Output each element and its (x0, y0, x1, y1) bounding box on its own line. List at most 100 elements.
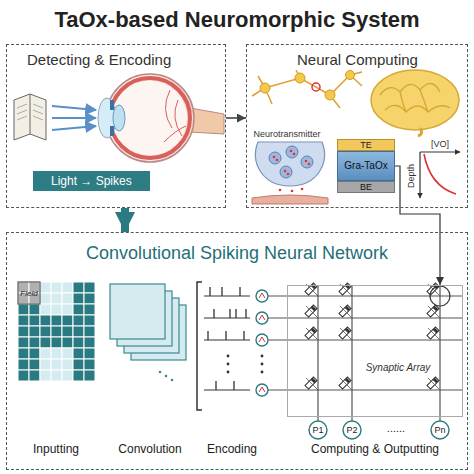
crossbar (427, 377, 439, 389)
crossbar (317, 286, 318, 421)
input-grid (40, 337, 51, 348)
input-grid (62, 315, 73, 326)
synapse (287, 173, 290, 176)
connector (121, 208, 129, 232)
label: Convolution (118, 442, 181, 456)
synapse (273, 156, 276, 159)
label: Field (20, 289, 37, 298)
synapse (269, 152, 281, 164)
input-grid (40, 282, 51, 293)
synapse (256, 142, 325, 186)
input-grid (18, 370, 29, 381)
connector (395, 166, 440, 285)
eye (164, 90, 186, 142)
input-grid (29, 337, 40, 348)
spike-trains (256, 312, 268, 324)
label-bar: Light → Spikes (33, 171, 150, 191)
book (17, 110, 27, 114)
synapse (301, 188, 304, 191)
synapse (284, 170, 287, 173)
label: Computing & Outputting (311, 442, 439, 456)
input-grid (84, 359, 95, 370)
node-text: Convolutional Spiking Neural Network (7, 243, 467, 264)
spike-trains (259, 293, 265, 298)
input-grid (18, 304, 29, 315)
input-grid (73, 348, 84, 359)
crossbar (427, 377, 439, 389)
spike-trains (243, 331, 244, 340)
input-grid (84, 315, 95, 326)
input-grid (84, 370, 95, 381)
label: P1 (312, 425, 323, 435)
input-grid (18, 282, 95, 381)
synapse (276, 159, 279, 162)
crossbar (305, 305, 317, 317)
book (14, 94, 46, 140)
input-grid (62, 359, 73, 370)
spike-trains (204, 340, 250, 341)
spike-trains (259, 315, 265, 320)
depth-graph (420, 151, 460, 152)
neuron-bodies (325, 90, 335, 100)
crossbar (305, 305, 317, 317)
crossbar (339, 327, 351, 339)
crossbar (306, 328, 318, 340)
node-text: TE (338, 140, 394, 150)
synapse (252, 142, 328, 204)
crossbar (309, 421, 327, 439)
depth-graph (424, 154, 456, 194)
input-grid (29, 326, 40, 337)
crossbar (311, 306, 317, 312)
connector (226, 117, 246, 119)
label: ...... (387, 422, 405, 434)
input-grid (62, 370, 73, 381)
spike-trains (204, 390, 250, 391)
label: Pn (434, 425, 445, 435)
input-grid (18, 348, 29, 359)
crossbar (427, 305, 439, 317)
input-grid (62, 282, 73, 293)
input-grid (40, 304, 51, 315)
spike-trains (221, 287, 222, 296)
synapse (280, 166, 292, 178)
spike-trains (213, 309, 214, 318)
input-grid (84, 304, 95, 315)
depth-graph (419, 152, 420, 198)
crossbar (433, 328, 439, 334)
spike-trains (256, 334, 268, 346)
input-grid (29, 359, 40, 370)
input-grid (73, 370, 84, 381)
electrode-layer: TE (337, 139, 395, 151)
eye (113, 105, 125, 131)
spike-trains (204, 318, 250, 319)
spike-trains (256, 290, 268, 302)
input-grid (40, 315, 51, 326)
crossbar (431, 421, 449, 439)
input-grid (51, 326, 62, 337)
crossbar (306, 306, 318, 318)
label: Inputting (33, 442, 79, 456)
crossbar (343, 421, 361, 439)
input-grid (40, 348, 51, 359)
crossbar (305, 377, 317, 389)
neurons (252, 70, 362, 108)
label: Encoding (207, 442, 257, 456)
label: Depth (406, 164, 416, 188)
input-grid (62, 304, 73, 315)
neuron-bodies (295, 73, 305, 83)
eye (113, 81, 187, 155)
crossbar (427, 305, 439, 317)
input-grid (18, 315, 29, 326)
spike-trains (233, 381, 234, 390)
spike-trains (215, 381, 216, 390)
highlight-circle (430, 286, 450, 306)
spike-trains (261, 363, 264, 366)
dashed-panel: Detecting & EncodingLight → Spikes (6, 44, 226, 208)
spike-trains (229, 309, 230, 318)
crossbar (433, 378, 439, 384)
synapse-highlight (312, 83, 320, 91)
crossbar (345, 328, 351, 334)
synapse (301, 156, 313, 168)
eye (110, 78, 190, 158)
eye (110, 126, 114, 136)
